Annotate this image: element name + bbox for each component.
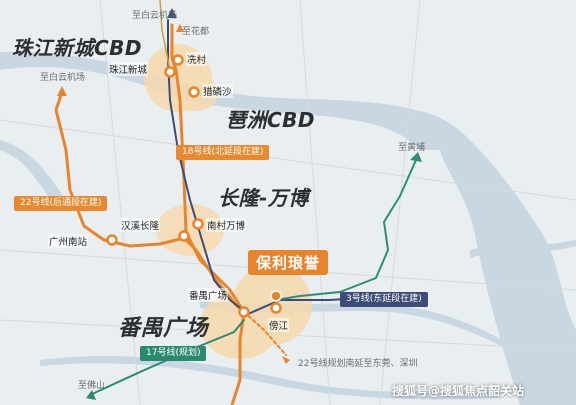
label-to-huangpu: 至黄埔 xyxy=(398,143,426,153)
district-zhujiang-cbd: 珠江新城CBD xyxy=(12,36,143,60)
district-pazhou-cbd: 琶洲CBD xyxy=(226,108,316,132)
label-to-baiyun-top: 至白云机场 xyxy=(132,11,178,21)
label-line22-south: 22号线规划南延至东莞、深圳 xyxy=(298,359,418,369)
station-panyu-square xyxy=(238,306,250,318)
station-label-zhujiang-xincheng: 珠江新城 xyxy=(108,62,149,76)
station-xiancun xyxy=(172,54,184,66)
station-label-hanxi-changlong: 汉溪长隆 xyxy=(120,218,161,232)
station-hanxi-changlong xyxy=(178,230,190,242)
line18-label: 18号线(北延段在建) xyxy=(176,145,270,160)
line3-label: 3号线(东延段在建) xyxy=(340,292,428,307)
label-to-huadu: 至花都 xyxy=(182,27,210,37)
station-nancun-wanbo xyxy=(192,218,204,230)
watermark: 搜狐号@搜狐焦点韶关站 xyxy=(392,384,525,398)
direction-arrows xyxy=(57,8,422,400)
station-liedesha xyxy=(188,86,200,98)
line22-path xyxy=(54,90,246,314)
station-label-liedesha: 猎磷沙 xyxy=(202,84,233,98)
line3-path xyxy=(275,159,417,301)
label-to-foshan: 至佛山 xyxy=(78,381,106,391)
project-marker xyxy=(270,290,282,302)
river-south2 xyxy=(40,356,500,400)
river-west xyxy=(0,140,70,210)
arrow-north-navy xyxy=(167,8,177,18)
label-to-baiyun-left: 至白云机场 xyxy=(40,73,86,83)
station-label-panyu-square: 番禺广场 xyxy=(188,288,229,302)
line17-label: 17号线(规划) xyxy=(140,346,207,361)
navy-line-path xyxy=(167,19,361,315)
station-label-xiancun: 冼村 xyxy=(186,52,208,66)
line22-south-ext xyxy=(243,311,287,356)
district-changlong: 长隆-万博 xyxy=(218,186,309,210)
river-east-branch xyxy=(470,240,576,258)
arrow-southwest xyxy=(86,390,96,400)
line22-label: 22号线(后通段在建) xyxy=(14,196,108,211)
arrow-southeast xyxy=(282,356,290,364)
line-gold xyxy=(159,0,171,71)
river-south xyxy=(200,300,520,356)
station-guangzhou-south xyxy=(106,234,118,246)
arrow-northwest xyxy=(57,86,67,96)
project-label[interactable]: 保利琅誉 xyxy=(248,250,329,275)
station-label-bangjiang: 傍江 xyxy=(268,318,290,332)
arrow-north-orange xyxy=(176,24,184,32)
district-panyu-square: 番禺广场 xyxy=(118,316,209,341)
station-bangjiang xyxy=(270,302,282,314)
station-markers xyxy=(106,54,282,318)
arrow-northeast xyxy=(410,152,422,162)
river-main xyxy=(0,51,576,405)
station-label-nancun-wanbo: 南村万博 xyxy=(206,218,247,232)
zone-changlong xyxy=(156,204,224,256)
water-bodies xyxy=(0,51,576,405)
station-zhujiang-xincheng xyxy=(164,66,176,78)
station-label-guangzhou-south: 广州南站 xyxy=(48,234,89,248)
